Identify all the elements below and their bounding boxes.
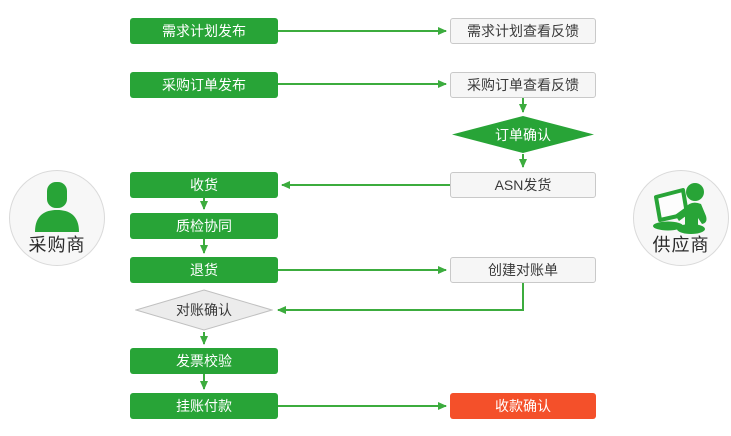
buyer-label: 采购商: [28, 235, 86, 255]
decision-label: 订单确认: [495, 126, 551, 143]
flow-node-payment: 挂账付款: [130, 393, 278, 419]
flow-node-quality-collab: 质检协同: [130, 213, 278, 239]
supplier-actor-circle: 供应商: [633, 170, 729, 266]
flow-decision-statement-confirm: 对账确认: [135, 289, 273, 331]
flow-node-return-goods: 退货: [130, 257, 278, 283]
flow-decision-order-confirm: 订单确认: [452, 116, 594, 153]
person-laptop-icon: [653, 183, 707, 234]
supplier-label: 供应商: [652, 235, 710, 255]
flow-node-po-feedback: 采购订单查看反馈: [450, 72, 596, 98]
buyer-actor-circle: 采购商: [9, 170, 105, 266]
diamond-shape: [135, 289, 273, 331]
diamond-shape: [452, 116, 594, 153]
flow-node-demand-plan-feedback: 需求计划查看反馈: [450, 18, 596, 44]
flow-node-receive: 收货: [130, 172, 278, 198]
flow-node-po-publish: 采购订单发布: [130, 72, 278, 98]
person-icon: [35, 182, 79, 232]
flow-node-demand-plan-publish: 需求计划发布: [130, 18, 278, 44]
flow-node-payment-confirm: 收款确认: [450, 393, 596, 419]
flow-node-asn-ship: ASN发货: [450, 172, 596, 198]
flow-node-create-statement: 创建对账单: [450, 257, 596, 283]
arrow-statement-to-confirm: [277, 283, 524, 314]
flow-node-invoice-verify: 发票校验: [130, 348, 278, 374]
decision-label: 对账确认: [176, 302, 232, 318]
